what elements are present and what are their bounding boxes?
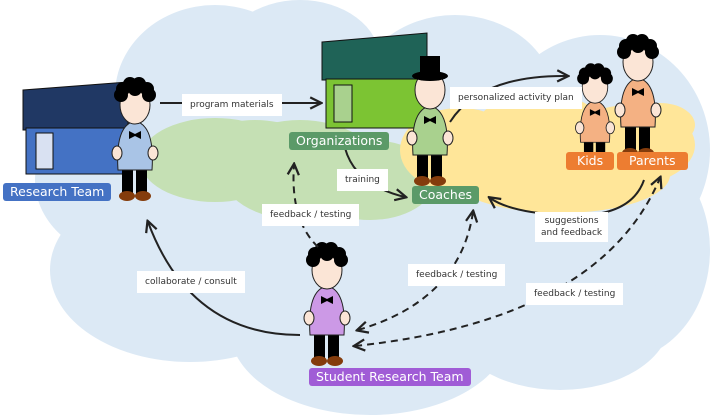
student-research-team-person-icon [303,242,351,366]
edge-label-training: training [337,169,388,191]
edge-label-line-2: and feedback [541,228,603,238]
organization-building-icon [321,32,428,129]
edge-label-suggestions-and-feedback: suggestions and feedback [535,212,609,242]
coaches-tag: Coaches [412,186,480,204]
edge-collaborate-consult [148,222,301,336]
organizations-tag: Organizations [289,132,390,150]
edge-label-line-1: suggestions [544,216,599,226]
kids-tag: Kids [566,152,615,170]
student-research-team-tag: Student Research Team [309,368,471,386]
research-team-tag: Research Team [3,183,112,201]
research-building-icon [22,81,129,175]
edge-label-program-materials: program materials [182,94,282,116]
edge-label-feedback-organizations: feedback / testing [262,204,360,226]
parents-tag: Parents [617,152,688,170]
parents-person-icon [614,34,662,158]
edge-label-personalized-activity-plan: personalized activity plan [450,87,582,109]
research-team-person-icon [111,77,159,201]
edge-label-feedback-coaches: feedback / testing [408,264,506,286]
edge-label-feedback-parents: feedback / testing [526,283,624,305]
edge-label-collaborate-consult: collaborate / consult [137,271,245,293]
